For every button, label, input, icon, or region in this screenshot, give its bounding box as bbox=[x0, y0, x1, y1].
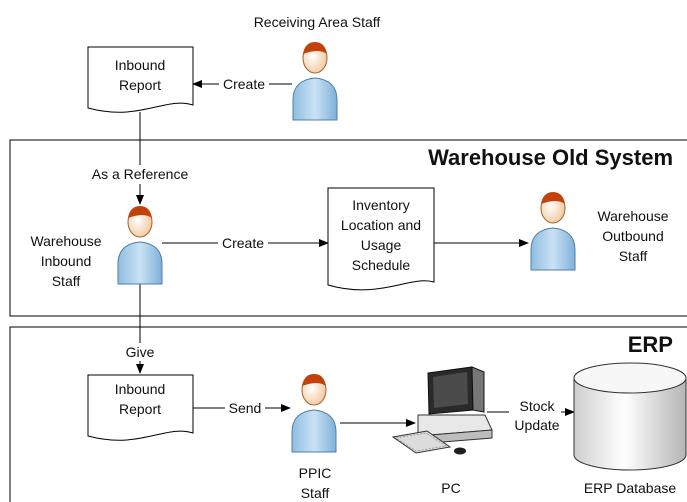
pc-icon bbox=[391, 366, 493, 455]
outbound-staff-line2: Outbound bbox=[602, 228, 664, 244]
erp-title: ERP bbox=[628, 332, 673, 357]
inbound-report-bottom-line2: Report bbox=[119, 401, 161, 417]
inbound-staff-line3: Staff bbox=[52, 273, 81, 289]
inventory-schedule-document bbox=[327, 187, 435, 291]
stock-label: Stock bbox=[519, 398, 555, 414]
inbound-staff-line2: Inbound bbox=[41, 253, 92, 269]
create-top-label: Create bbox=[223, 76, 265, 92]
inbound-report-top-line2: Report bbox=[119, 77, 161, 93]
inbound-staff-line1: Warehouse bbox=[30, 233, 101, 249]
receiving-staff-person-icon bbox=[292, 41, 338, 121]
inbound-report-bottom-document bbox=[87, 374, 194, 441]
outbound-staff-line3: Staff bbox=[619, 248, 648, 264]
ppic-staff-line1: PPIC bbox=[299, 465, 332, 481]
old-system-panel bbox=[9, 139, 687, 317]
inbound-report-top-line1: Inbound bbox=[115, 57, 166, 73]
update-label: Update bbox=[514, 417, 559, 433]
pc-label: PC bbox=[441, 480, 460, 496]
ppic-staff-person-icon bbox=[291, 373, 337, 453]
erp-panel bbox=[9, 326, 687, 502]
old-system-title: Warehouse Old System bbox=[428, 145, 673, 170]
schedule-line2: Location and bbox=[341, 217, 421, 233]
outbound-staff-person-icon bbox=[530, 191, 576, 271]
as-reference-label: As a Reference bbox=[92, 166, 189, 182]
create-middle-label: Create bbox=[222, 235, 264, 251]
inbound-report-top-document bbox=[87, 46, 194, 113]
give-label: Give bbox=[126, 344, 155, 360]
outbound-staff-line1: Warehouse bbox=[597, 208, 668, 224]
send-label: Send bbox=[229, 400, 262, 416]
inbound-report-bottom-line1: Inbound bbox=[115, 381, 166, 397]
database-icon bbox=[573, 362, 687, 471]
schedule-line1: Inventory bbox=[352, 197, 410, 213]
inbound-staff-person-icon bbox=[117, 205, 163, 285]
schedule-line3: Usage bbox=[361, 237, 402, 253]
schedule-line4: Schedule bbox=[352, 257, 411, 273]
ppic-staff-line2: Staff bbox=[301, 485, 330, 501]
database-label: ERP Database bbox=[584, 480, 677, 496]
receiving-staff-label: Receiving Area Staff bbox=[254, 14, 381, 30]
